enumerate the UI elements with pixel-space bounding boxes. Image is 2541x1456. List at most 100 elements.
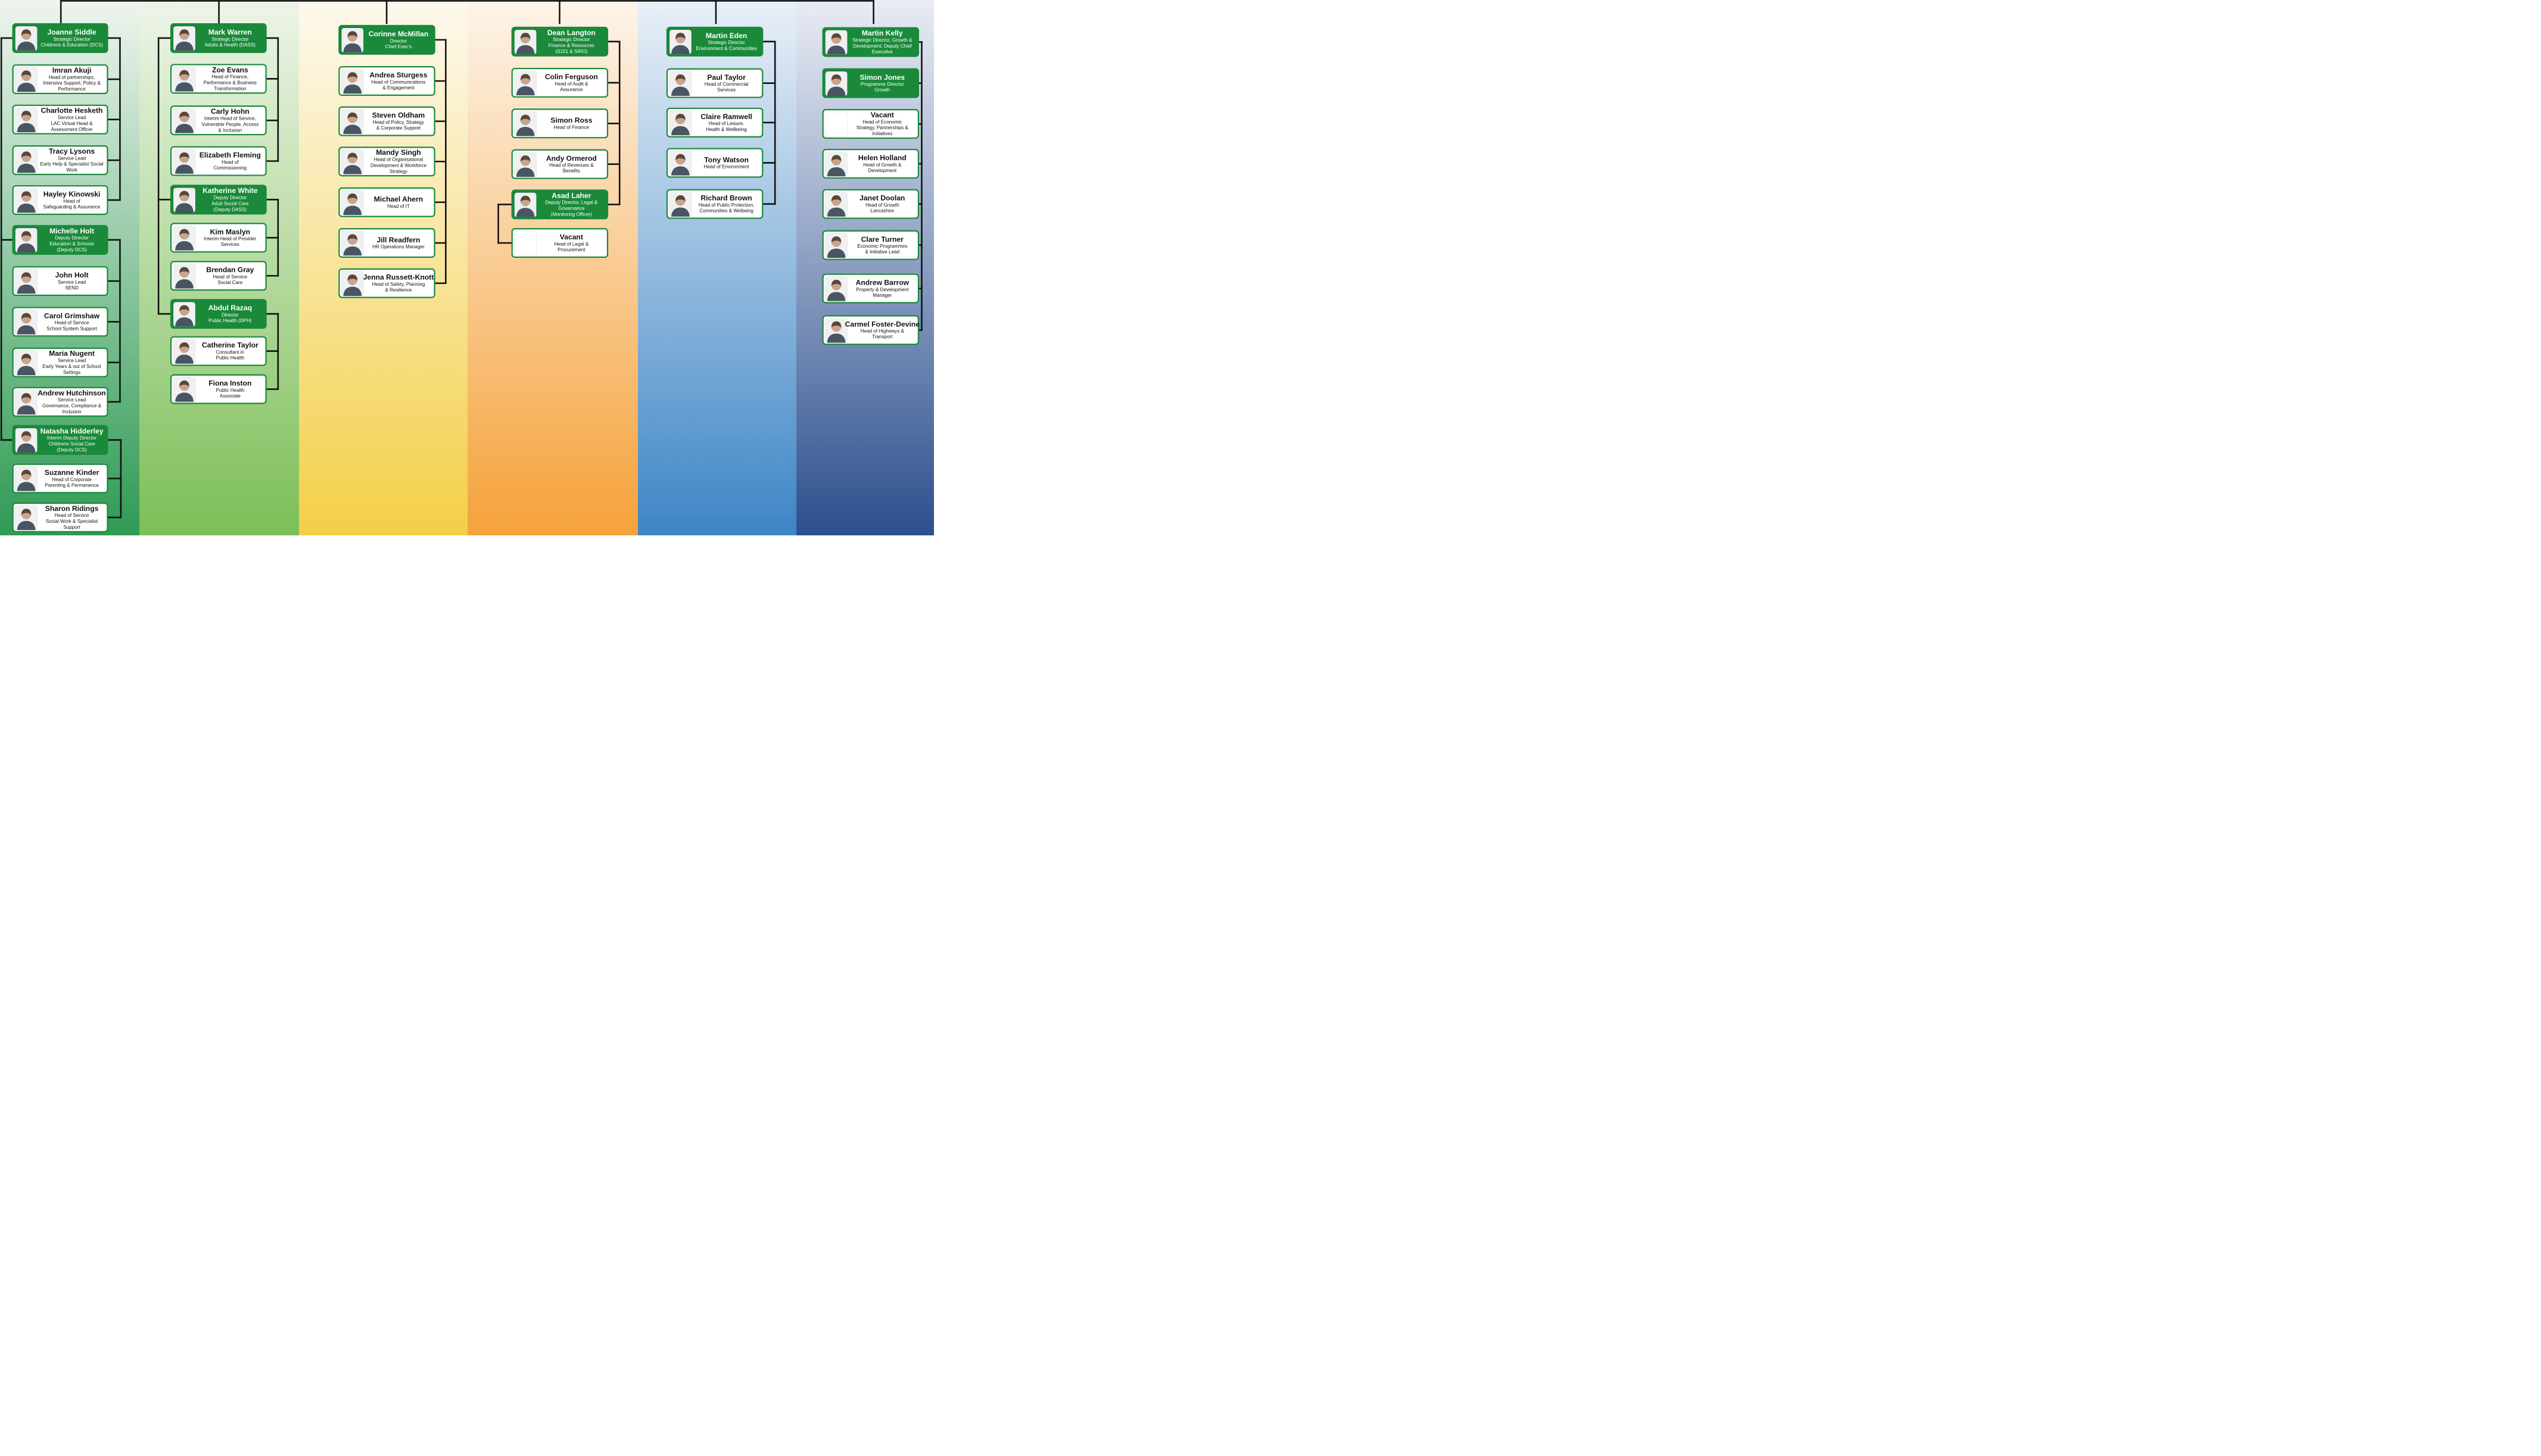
photo-icon — [14, 188, 38, 214]
person-name: Natasha Hidderley — [40, 426, 104, 435]
person-name: Mandy Singh — [376, 148, 421, 157]
photo-icon — [341, 271, 364, 297]
person-role-line: Childrens Social Care — [48, 441, 95, 447]
photo-icon — [14, 350, 38, 376]
person-name: Zoe Evans — [211, 66, 248, 74]
person-role-line: & Inclusion — [218, 127, 242, 133]
photo-icon — [14, 389, 38, 415]
person-role-line: Performance & Business — [203, 80, 257, 86]
person-role-line: Head of Service — [54, 320, 89, 326]
person-role-line: Head of IT — [387, 203, 410, 209]
person-name: Andy Ormerod — [546, 154, 597, 163]
person-role-line: Childrens & Education (DCS) — [41, 42, 103, 48]
person-role-line: Head of Revenues & — [549, 162, 594, 168]
person-name: Katherine White — [203, 186, 258, 195]
person-role-line: Strategy — [389, 168, 408, 174]
person-name: Michael Ahern — [373, 195, 424, 204]
person-role-line: Head of partnerships, — [48, 74, 95, 80]
photo-icon — [824, 233, 848, 258]
person-role-line: Governance — [558, 205, 585, 211]
photo-icon — [173, 148, 196, 174]
photo-icon — [341, 27, 364, 53]
photo-icon — [514, 111, 537, 137]
person-role-line: Strategic Director, Growth & — [852, 37, 913, 43]
person-role-line: & Corporate Support — [376, 125, 421, 131]
person-name: Richard Brown — [700, 194, 752, 202]
person-role-line: Interim Deputy Director — [46, 435, 97, 441]
photo-icon — [341, 149, 364, 175]
person-name: Asad Laher — [552, 191, 591, 199]
person-role-line: Lancashire — [870, 208, 895, 214]
person-role-line: Strategic Director — [553, 36, 590, 43]
person-role-line: Director — [222, 312, 239, 318]
connector-lines — [0, 0, 923, 519]
person-role-line: Development & Workforce — [370, 163, 427, 169]
person-role-line: Executive — [871, 49, 893, 55]
person-role-line: Service Lead — [57, 357, 86, 363]
photo-icon — [824, 151, 848, 177]
person-role-line: Services — [717, 87, 736, 93]
person-role-line: Service Lead — [57, 155, 86, 161]
person-role-line: Head of Policy, Strategy — [372, 119, 425, 125]
person-name: Paul Taylor — [707, 73, 746, 82]
person-role-line: Head of Environment — [703, 164, 749, 170]
person-role-line: Head of Organisational — [373, 157, 424, 163]
photo-icon — [669, 71, 692, 96]
person-role-line: Assessment Officer — [51, 126, 93, 132]
person-name: Abdul Razaq — [208, 304, 253, 312]
photo-icon — [669, 191, 692, 217]
person-role-line: Environment & Communities — [696, 45, 757, 51]
person-name: Dean Langton — [547, 28, 596, 37]
person-role-line: Service Lead — [57, 397, 86, 403]
person-role-line: Economic Programmes — [857, 243, 908, 249]
photo-icon — [173, 26, 196, 52]
person-name: Martin Eden — [705, 31, 748, 40]
person-role-line: Property & Development — [856, 286, 909, 292]
person-role-line: Assurance — [560, 86, 583, 92]
person-role-line: Consultant in — [216, 349, 244, 355]
person-role-line: Strategic Director — [211, 36, 249, 42]
person-role-line: Head of Safety, Planning — [372, 281, 425, 287]
person-name: Hayley Kinowski — [43, 189, 101, 198]
person-name: Vacant — [559, 232, 583, 241]
person-role-line: Early Years & out of School — [42, 363, 101, 369]
person-role-line: Adult Social Care — [211, 201, 249, 207]
photo-icon — [173, 376, 196, 403]
person-role-line: & Initiative Lead — [865, 249, 900, 255]
photo-icon — [173, 263, 196, 289]
